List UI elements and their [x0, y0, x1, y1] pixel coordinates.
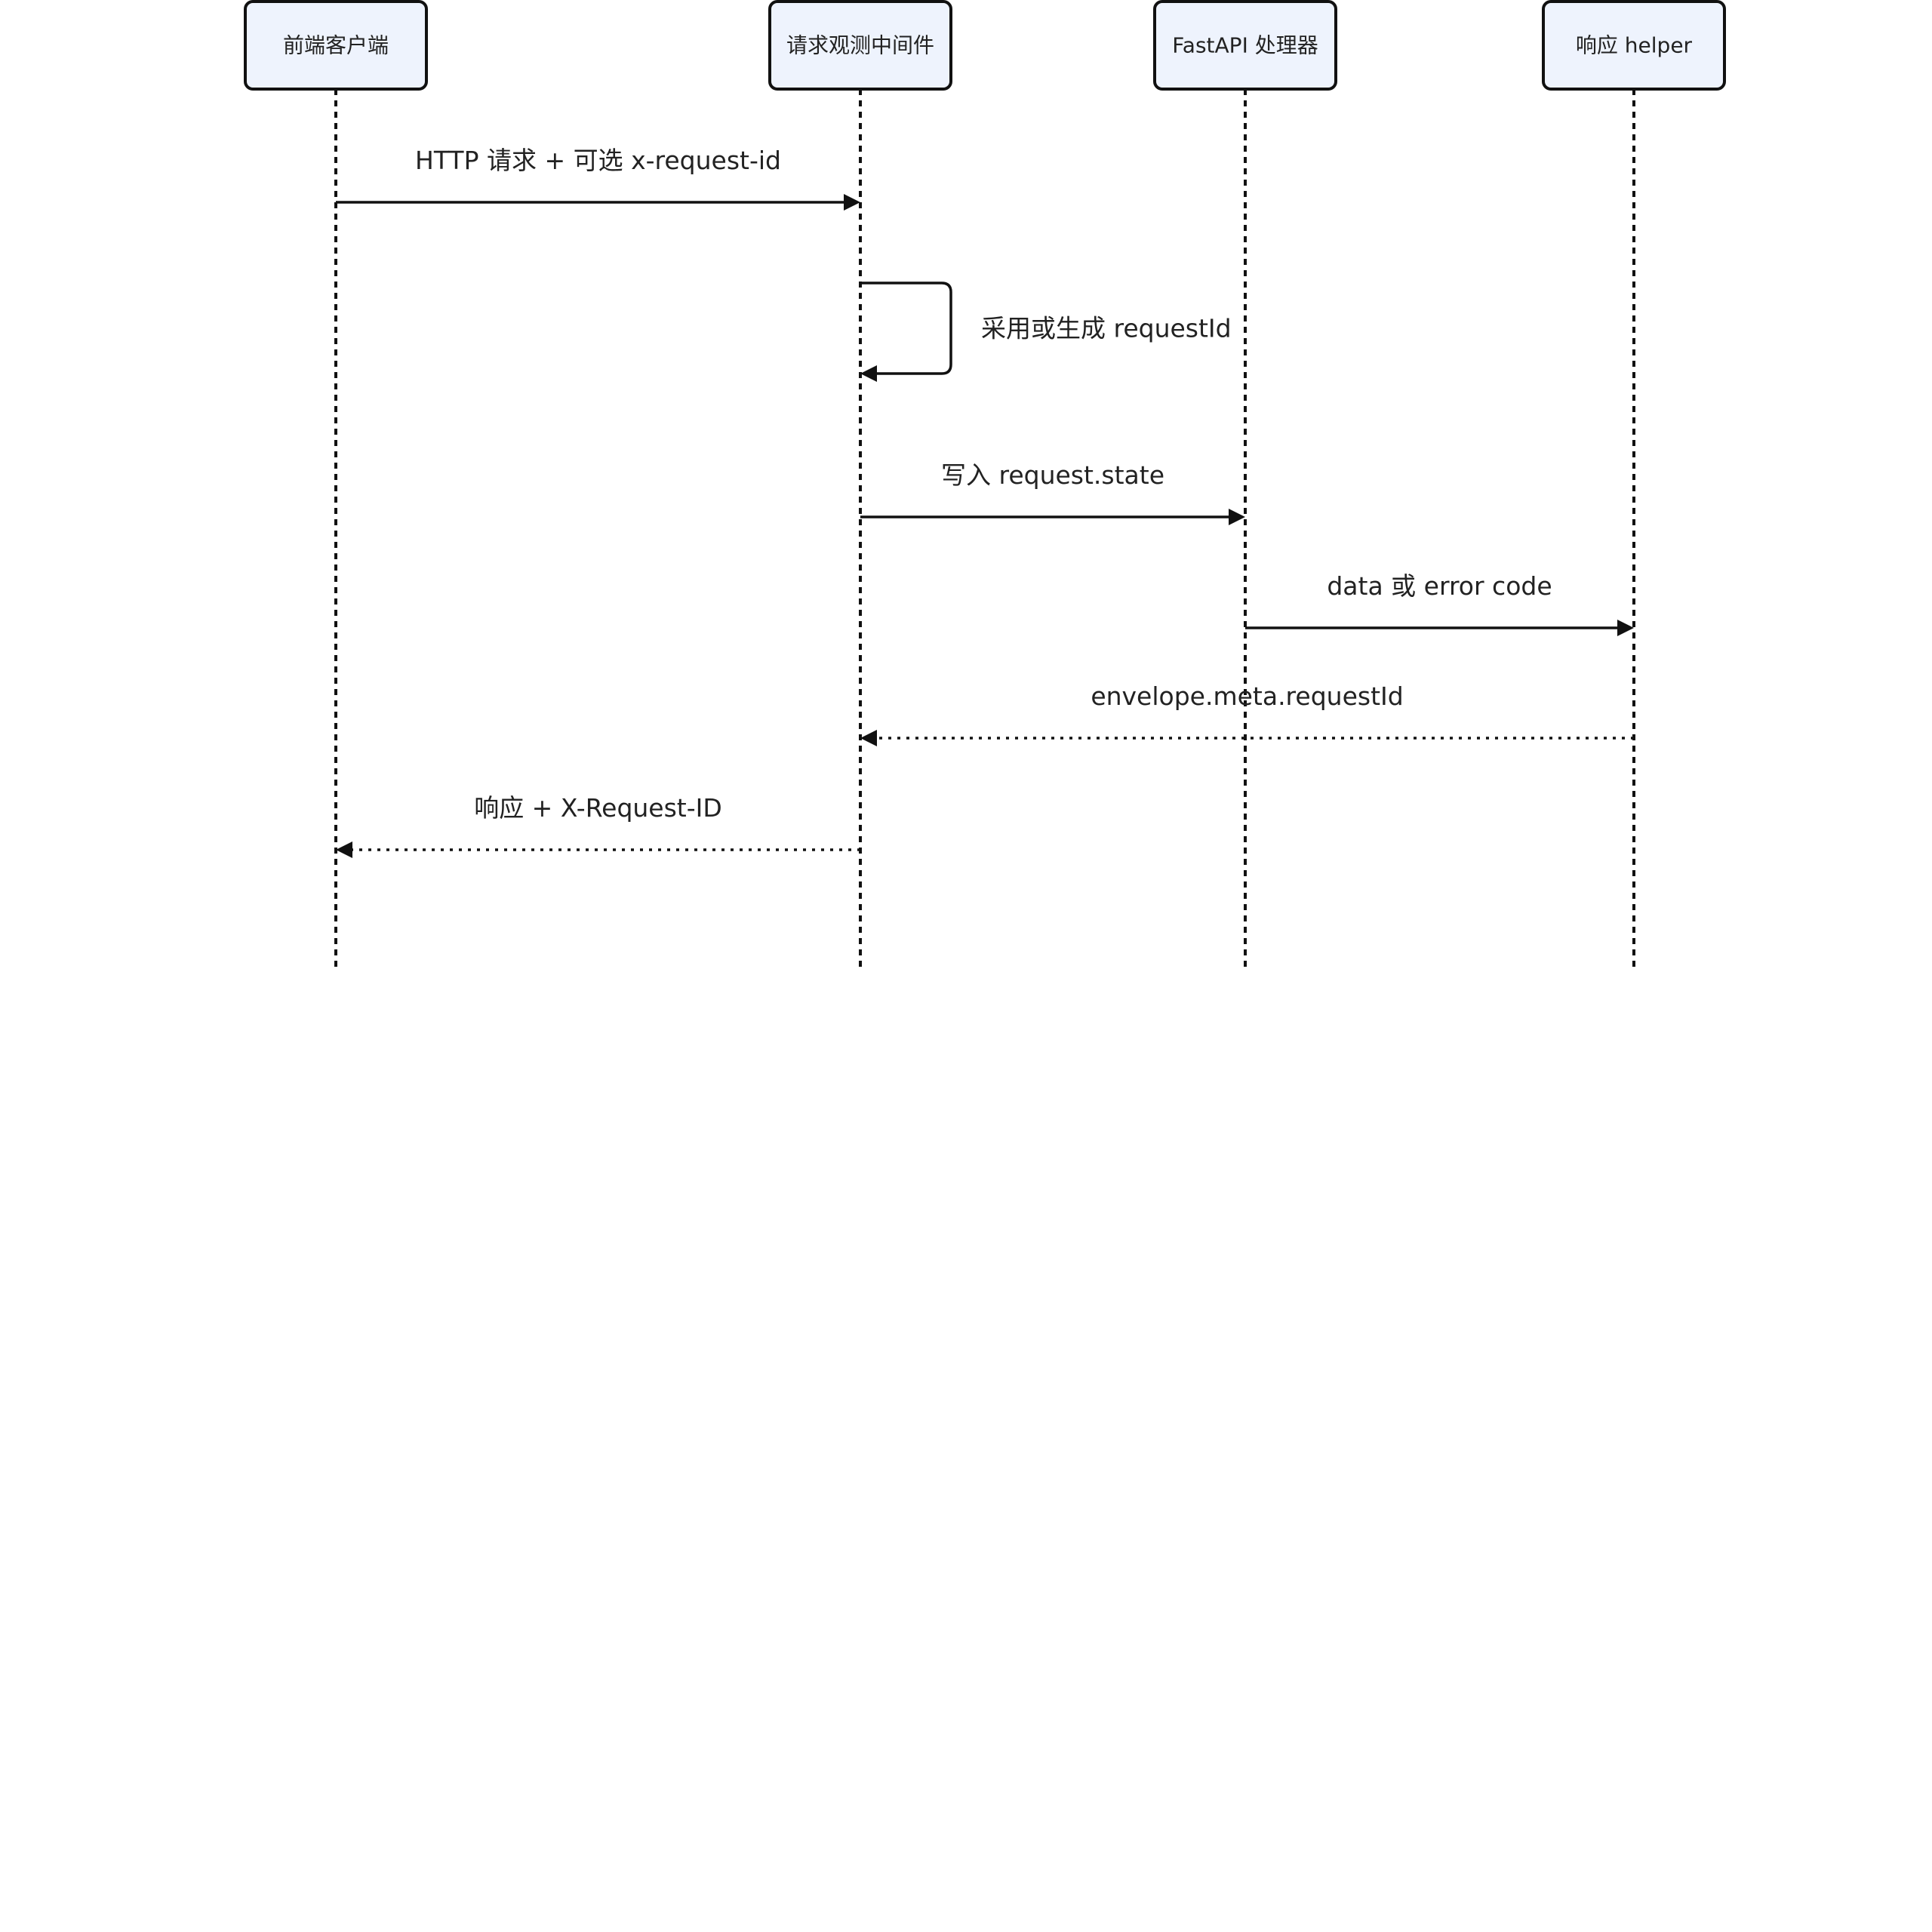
message-5: envelope.meta.requestId — [860, 681, 1634, 746]
message-arrowhead-2 — [860, 365, 877, 382]
message-arrowhead-4 — [1617, 620, 1634, 636]
message-label-3: 写入 request.state — [941, 460, 1164, 490]
message-label-1: HTTP 请求 + 可选 x-request-id — [415, 146, 781, 175]
message-arrowhead-3 — [1229, 509, 1245, 525]
actor-box-helper — [1542, 0, 1726, 91]
message-6: 响应 + X-Request-ID — [336, 793, 860, 858]
message-arrowhead-1 — [844, 194, 860, 211]
message-arrowhead-5 — [860, 730, 877, 746]
message-label-2: 采用或生成 requestId — [981, 314, 1232, 343]
actor-label-helper: 响应 helper — [1576, 33, 1693, 58]
message-1: HTTP 请求 + 可选 x-request-id — [336, 146, 860, 211]
actor-helper: 响应 helper — [1542, 0, 1726, 91]
message-2: 采用或生成 requestId — [860, 281, 1232, 382]
actor-handler: FastAPI 处理器 — [1153, 0, 1337, 91]
actor-box-client — [244, 0, 428, 91]
actor-middleware: 请求观测中间件 — [768, 0, 952, 91]
actor-box-middleware — [768, 0, 952, 91]
actor-label-client: 前端客户端 — [283, 33, 389, 58]
message-label-6: 响应 + X-Request-ID — [474, 793, 722, 823]
message-line-2 — [860, 281, 952, 375]
message-label-5: envelope.meta.requestId — [1091, 681, 1403, 711]
actor-box-handler — [1153, 0, 1337, 91]
actors: 前端客户端 请求观测中间件 FastAPI 处理器 响应 helper — [244, 0, 1726, 91]
message-4: data 或 error code — [1245, 571, 1634, 636]
actor-label-handler: FastAPI 处理器 — [1172, 33, 1318, 58]
actor-label-middleware: 请求观测中间件 — [786, 33, 934, 58]
message-3: 写入 request.state — [860, 460, 1245, 525]
message-arrowhead-6 — [336, 841, 352, 858]
lifelines — [334, 89, 1635, 969]
message-label-4: data 或 error code — [1327, 571, 1552, 601]
actor-client: 前端客户端 — [244, 0, 428, 91]
messages: HTTP 请求 + 可选 x-request-id 采用或生成 requestId… — [336, 146, 1634, 858]
